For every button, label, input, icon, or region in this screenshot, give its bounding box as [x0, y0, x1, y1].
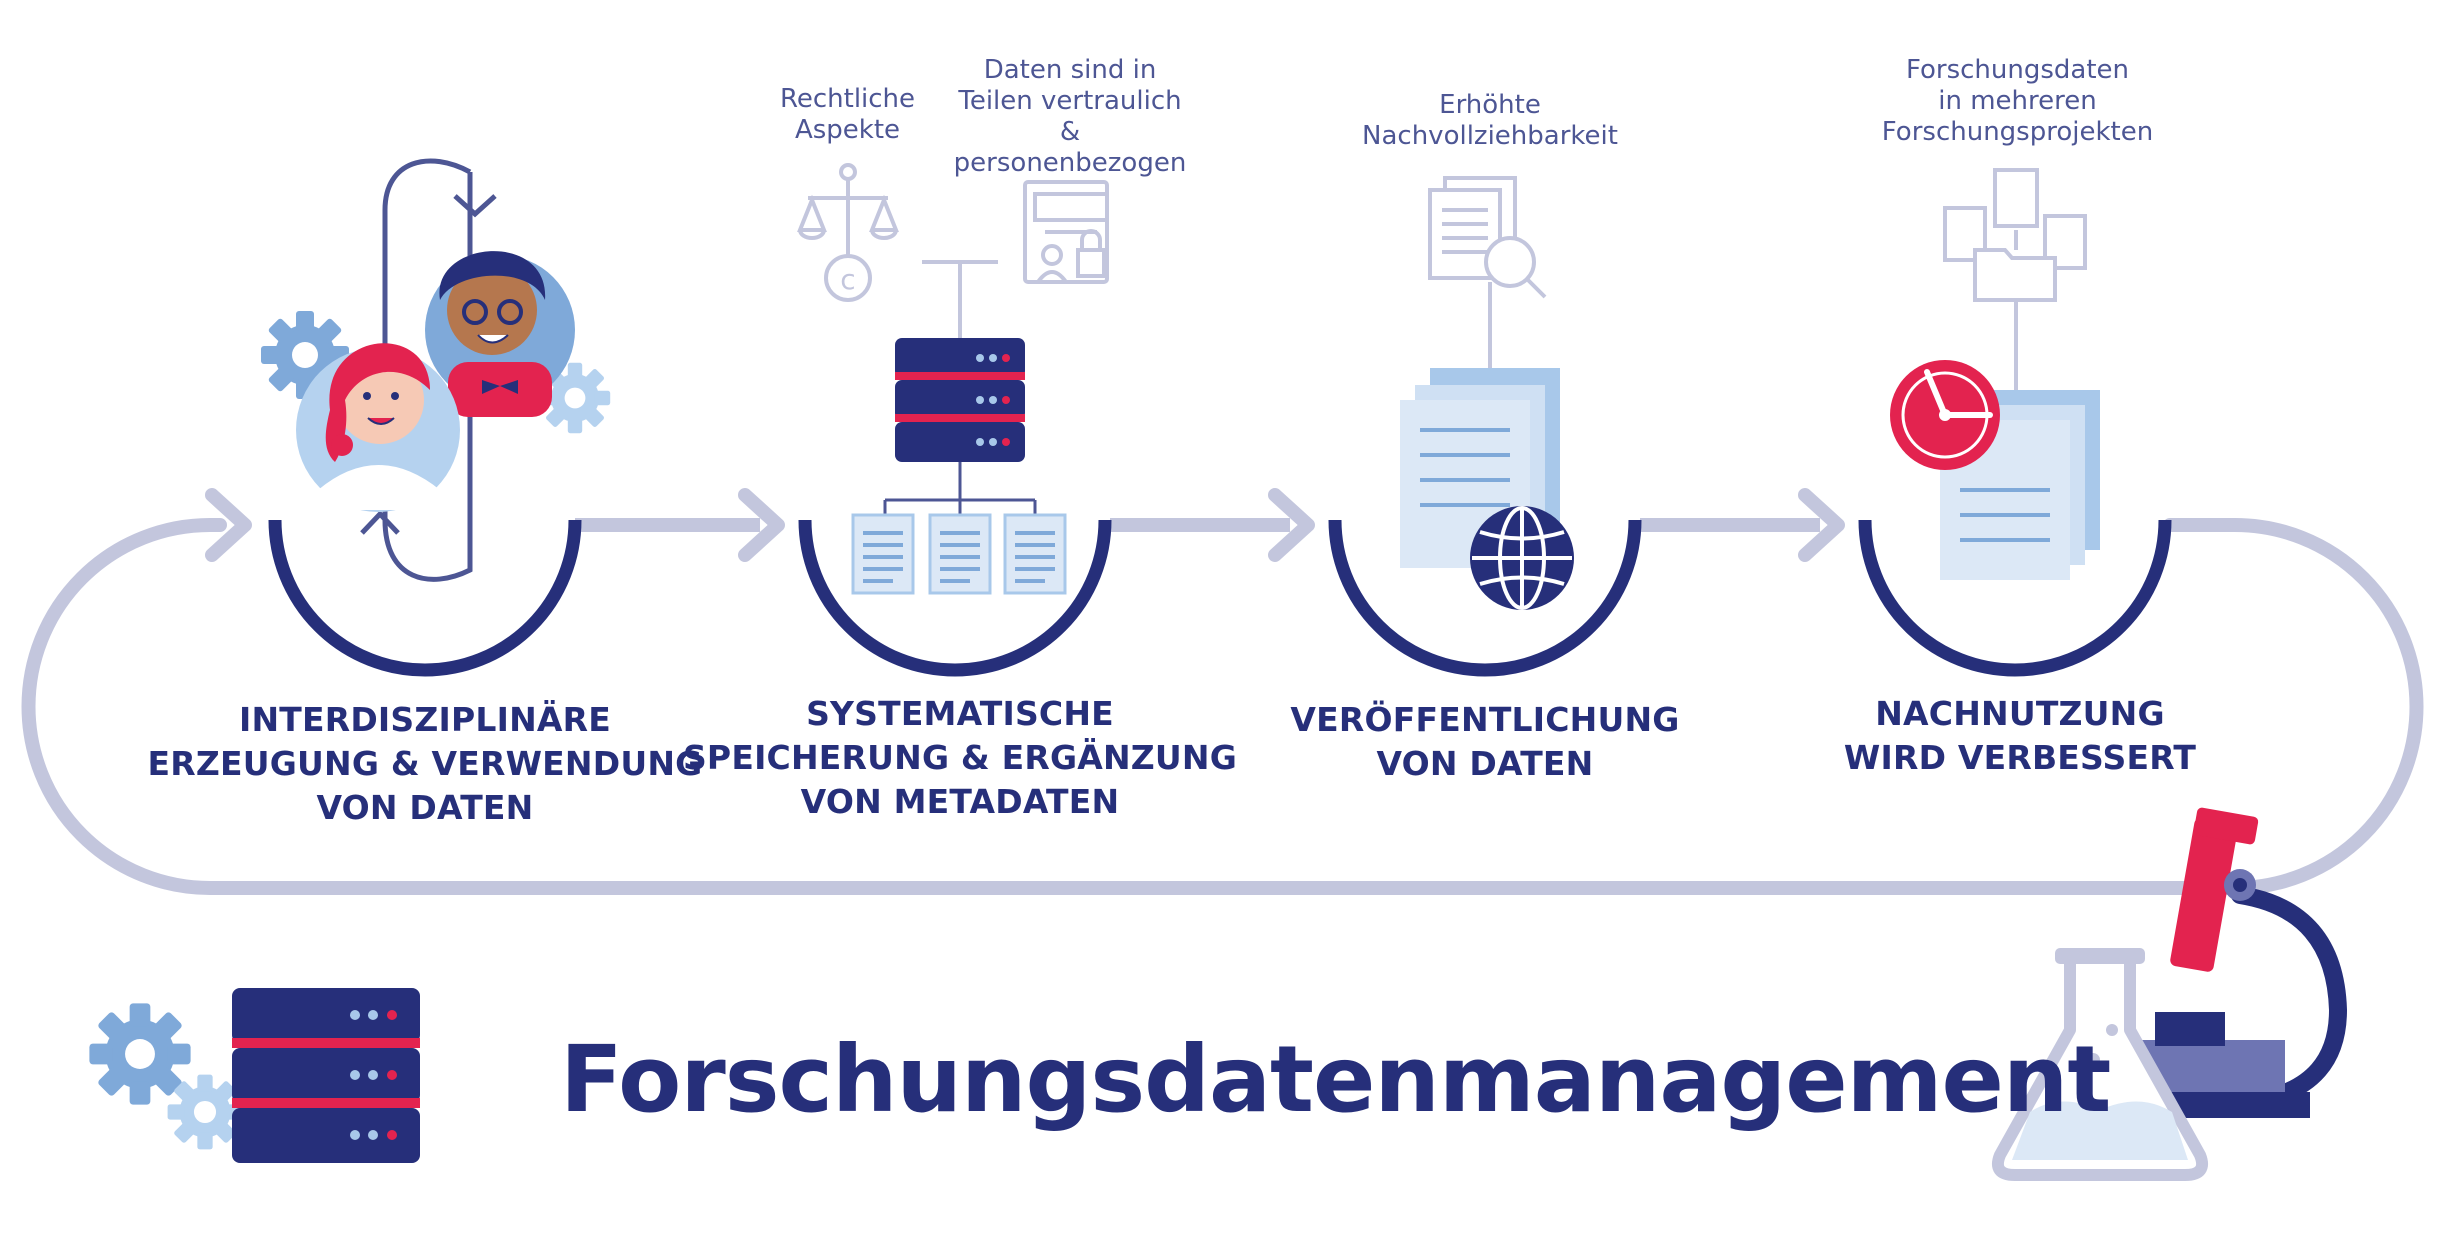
- clock-icon: [1890, 360, 2000, 470]
- page-title: Forschungsdatenmanagement: [560, 1026, 2111, 1133]
- globe-icon: [1470, 506, 1574, 610]
- researchers-icon: [261, 158, 611, 582]
- document-search-icon: [1428, 176, 1547, 368]
- server-connector: [922, 260, 998, 338]
- cycle-track: [21, 518, 2424, 895]
- gear-icon: [89, 1003, 243, 1150]
- locked-document-icon: [1023, 180, 1109, 284]
- arrow-icon: [205, 488, 1845, 562]
- annotation-multi-project: Forschungsdaten in mehreren Forschungspr…: [1881, 55, 2154, 147]
- step-title-4: NACHNUTZUNG WIRD VERBESSERT: [1843, 694, 2197, 777]
- step-bowls: [268, 519, 2172, 677]
- annotation-traceability: Erhöhte Nachvollziehbarkeit: [1362, 90, 1618, 151]
- svg-text:c: c: [840, 263, 855, 296]
- shared-folder-icon: [1943, 168, 2087, 390]
- annotation-legal: Rechtliche Aspekte: [779, 84, 916, 145]
- documents-icon: [851, 462, 1067, 595]
- scales-copyright-icon: c: [797, 163, 899, 302]
- server-icon: [232, 988, 420, 1163]
- server-icon: [895, 338, 1025, 462]
- step-title-1: INTERDISZIPLINÄRE ERZEUGUNG & VERWENDUNG…: [147, 700, 703, 827]
- annotation-confidential: Daten sind in Teilen vertraulich & perso…: [953, 55, 1187, 178]
- flask-icon: [1991, 948, 2209, 1181]
- step-title-3: VERÖFFENTLICHUNG VON DATEN: [1290, 700, 1680, 783]
- step-title-2: SYSTEMATISCHE SPEICHERUNG & ERGÄNZUNG VO…: [682, 694, 1238, 821]
